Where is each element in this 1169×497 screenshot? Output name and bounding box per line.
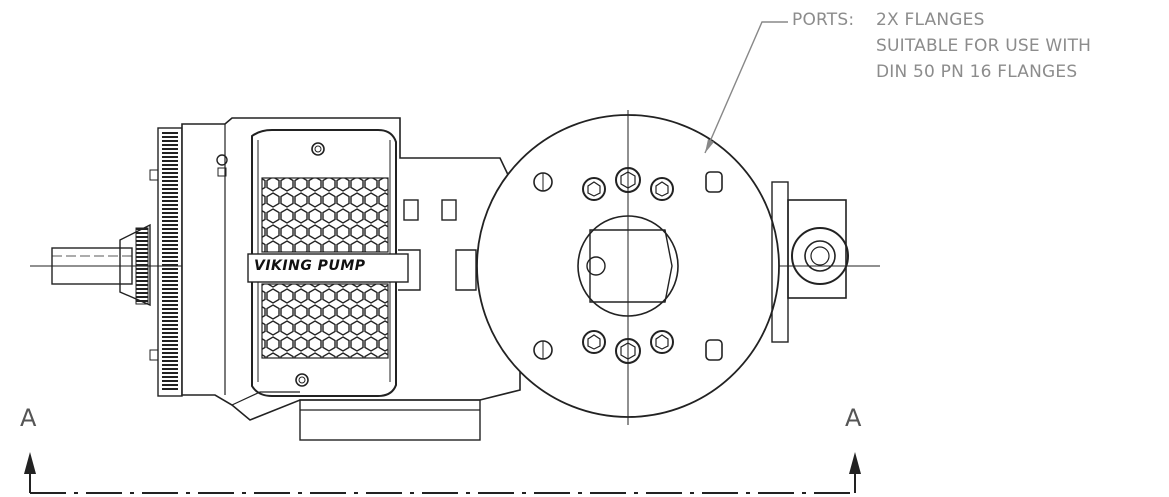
nameplate-text: VIKING PUMP: [254, 258, 366, 274]
relief-valve: [771, 181, 849, 343]
section-label-left: A: [20, 404, 37, 432]
callout-line-2: SUITABLE FOR USE WITH: [876, 36, 1092, 56]
section-line: [24, 452, 861, 494]
shaft: [51, 223, 151, 307]
leader-arrowhead: [705, 139, 714, 153]
callout-line-1: 2X FLANGES: [876, 10, 985, 30]
callout-label: PORTS:: [792, 10, 855, 30]
section-label-right: A: [845, 404, 862, 432]
callout-line-3: DIN 50 PN 16 FLANGES: [876, 62, 1078, 82]
flange-disc: [476, 110, 780, 425]
bracket-body: [181, 117, 521, 441]
bracket-bolts: [403, 199, 477, 291]
gear-ring: [149, 127, 183, 397]
callout-leader: [704, 21, 788, 154]
